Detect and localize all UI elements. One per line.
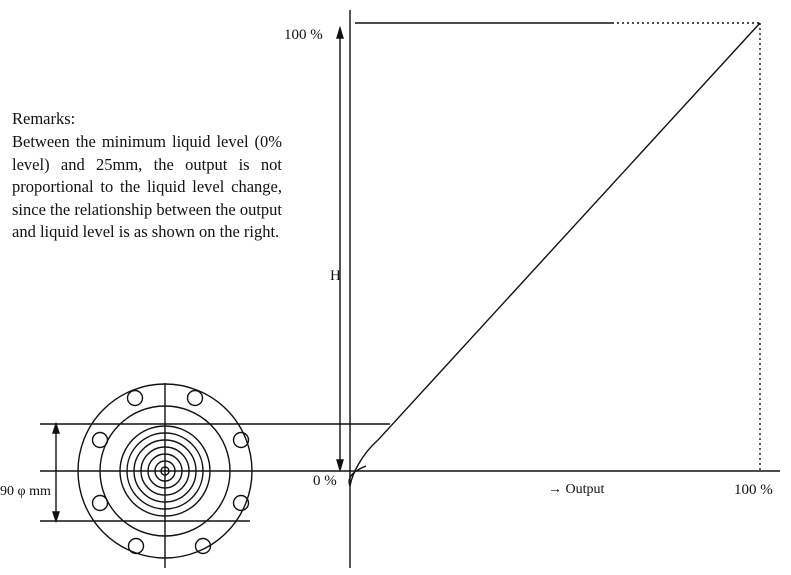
y-axis-top-label: 100 % — [284, 27, 323, 43]
y-axis-zero-label: 0 % — [313, 473, 337, 489]
height-label: H — [330, 268, 341, 284]
diameter-arrow-top — [52, 421, 60, 434]
x-axis-label: → Output — [548, 482, 605, 497]
remarks-block: Remarks: Between the minimum liquid leve… — [12, 108, 282, 243]
height-arrow-bottom — [336, 459, 344, 473]
output-curve — [349, 22, 761, 487]
flange-drawing — [77, 383, 253, 568]
height-arrow-top — [336, 25, 344, 39]
diameter-label: 90 φ mm — [0, 484, 51, 499]
diameter-arrow-bottom — [52, 511, 60, 524]
output-curve-toe — [348, 465, 367, 487]
remarks-body: Between the minimum liquid level (0% lev… — [12, 132, 282, 242]
remarks-title: Remarks: — [12, 109, 76, 128]
x-axis-end-label: 100 % — [734, 482, 773, 498]
